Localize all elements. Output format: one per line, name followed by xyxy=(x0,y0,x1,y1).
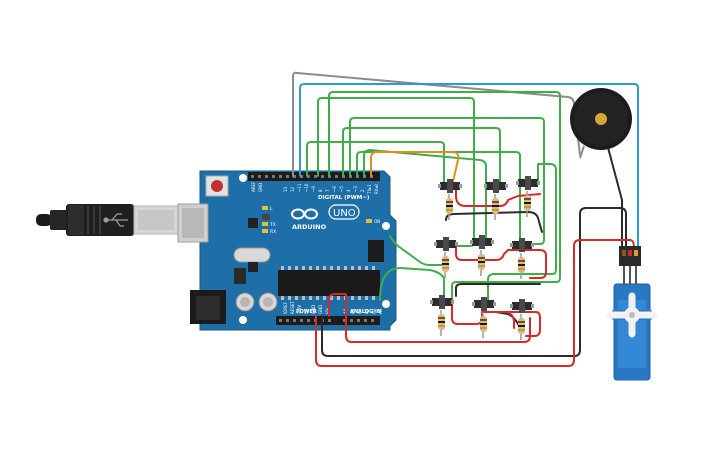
blue-wire xyxy=(299,83,639,256)
servo-horn-icon xyxy=(606,292,658,338)
push-button[interactable] xyxy=(510,299,534,313)
green-wire xyxy=(363,149,487,241)
black-wire xyxy=(605,139,623,249)
button-matrix xyxy=(430,176,540,340)
push-button[interactable] xyxy=(484,179,508,193)
resistor xyxy=(438,310,445,336)
atmega-chip xyxy=(278,266,380,300)
red-wire xyxy=(315,239,635,367)
pin-label: A5 xyxy=(378,308,383,314)
digital-label: DIGITAL (PWM~) xyxy=(318,195,370,201)
resistor xyxy=(518,314,525,340)
l-led-label: L xyxy=(270,206,273,212)
resistor xyxy=(524,191,531,217)
push-button[interactable] xyxy=(470,235,494,249)
pin-label: ~11 xyxy=(297,183,302,192)
micro-servo xyxy=(606,246,658,381)
brand-label: ARDUINO xyxy=(292,223,327,231)
pin-label: GND xyxy=(318,305,323,314)
pin-label: ~6 xyxy=(332,186,337,192)
black-wire xyxy=(321,207,627,357)
pin-label: Vin xyxy=(325,307,330,314)
reset-button[interactable] xyxy=(205,175,229,197)
green-wire xyxy=(487,163,557,306)
pin-label: 7 xyxy=(325,189,330,192)
gray-wire xyxy=(292,71,581,177)
resistor xyxy=(478,250,485,276)
pin-label: GND xyxy=(311,305,316,314)
push-button[interactable] xyxy=(438,179,462,193)
red-wire xyxy=(455,185,541,207)
pin-label: ~5 xyxy=(339,186,344,192)
pin-label: A3 xyxy=(364,308,369,314)
pin-label: 2 xyxy=(360,189,365,192)
orange-wire xyxy=(370,151,460,187)
resistor xyxy=(446,194,453,220)
arduino-uno-board: DIGITAL (PWM~) ARDUINO UNO TX RX L ON AN… xyxy=(177,170,397,331)
digital-header xyxy=(248,172,380,181)
on-led-label: ON xyxy=(374,219,380,224)
usb-cable xyxy=(36,204,179,236)
pin-label: 4 xyxy=(346,189,351,192)
pin-label: A1 xyxy=(350,308,355,314)
black-wire xyxy=(445,211,543,233)
black-wire xyxy=(495,311,521,329)
arduino-logo-icon xyxy=(291,208,318,220)
push-button[interactable] xyxy=(430,295,454,309)
push-button[interactable] xyxy=(434,237,458,251)
tx-led-label: TX xyxy=(269,222,276,228)
green-wire xyxy=(342,127,501,186)
push-button[interactable] xyxy=(472,297,496,311)
pin-label: 13 xyxy=(283,186,288,192)
piezo-buzzer xyxy=(570,88,632,159)
analog-label: ANALOG IN xyxy=(350,309,381,315)
resistor xyxy=(480,312,487,338)
usb-symbol-icon xyxy=(103,213,128,227)
pin-label: A2 xyxy=(357,308,362,314)
green-wire xyxy=(306,141,445,186)
push-button[interactable] xyxy=(510,238,534,252)
red-wire xyxy=(328,293,531,343)
resistor xyxy=(518,253,525,279)
model-label: UNO xyxy=(333,208,356,219)
crystal xyxy=(233,247,271,263)
green-wire xyxy=(349,117,545,245)
tx-pin-label: TX▸1 xyxy=(367,184,372,195)
pin-label: A4 xyxy=(371,308,376,314)
pin-label: ~10 xyxy=(304,183,309,192)
resistor xyxy=(442,252,449,278)
power-analog-header xyxy=(276,316,380,325)
aref-pin-label: AREF xyxy=(251,181,256,192)
pin-label: ~9 xyxy=(311,186,316,192)
gnd-pin-label: GND xyxy=(258,183,263,192)
green-wire xyxy=(328,91,561,301)
pin-label: IOREF xyxy=(283,301,288,314)
pin-label: ~3 xyxy=(353,186,358,192)
pin-label: 8 xyxy=(318,189,323,192)
pin-label: RESET xyxy=(290,301,295,314)
green-wire xyxy=(379,267,445,301)
push-button[interactable] xyxy=(516,176,540,190)
resistor xyxy=(492,194,499,220)
black-wire xyxy=(455,283,541,297)
green-wire xyxy=(389,235,443,266)
pin-label: 5V xyxy=(304,308,309,314)
red-wire xyxy=(455,243,547,279)
icsp-header xyxy=(368,240,384,262)
power-label: POWER xyxy=(296,309,317,315)
rx-pin-label: RX◂0 xyxy=(374,183,379,194)
rx-led-label: RX xyxy=(270,229,276,235)
pin-label: 12 xyxy=(290,186,295,192)
red-wire xyxy=(495,311,541,337)
pin-label: 3.3V xyxy=(297,305,302,314)
